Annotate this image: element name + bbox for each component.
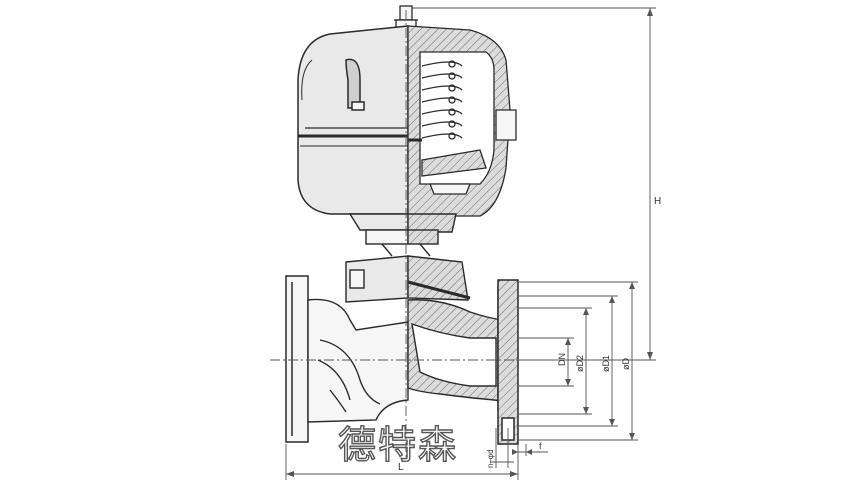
dim-label-f: f: [539, 441, 542, 451]
dim-label-d: øD: [621, 358, 631, 370]
bonnet-yoke: [345, 213, 471, 303]
brand-watermark: 德特森: [338, 423, 458, 467]
dim-label-h: H: [654, 196, 661, 207]
actuator-housing: [297, 25, 409, 215]
dim-label-d2: øD2: [575, 355, 585, 372]
dim-label-d1: øD1: [601, 355, 611, 372]
left-flange: [285, 275, 320, 443]
valve-body-section: [407, 285, 517, 411]
centerlines: [270, 10, 560, 460]
dim-label-dn: DN: [557, 353, 567, 366]
actuator-spring: [421, 60, 487, 195]
right-flange: [497, 279, 519, 445]
dimension-lines: [285, 7, 656, 480]
dim-label-l: L: [398, 462, 404, 473]
dimension-arrows: [286, 8, 653, 477]
dim-label-nd: n–φd: [486, 449, 495, 468]
valve-body-external: [307, 298, 409, 423]
